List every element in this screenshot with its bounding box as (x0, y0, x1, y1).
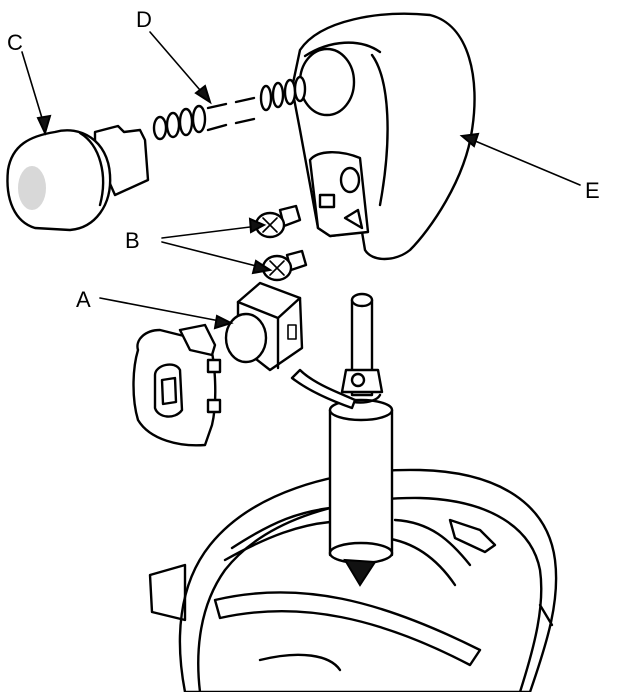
knob-trim-piece (132, 323, 222, 447)
spring-d (152, 75, 307, 141)
callout-d: D (136, 7, 152, 32)
shift-lever (328, 292, 394, 587)
leader-d (149, 31, 207, 98)
leader-c (21, 51, 46, 129)
callout-a: A (76, 287, 91, 312)
leader-b-upper (161, 225, 259, 239)
switch-a (224, 281, 357, 410)
leader-e (467, 137, 581, 186)
leader-a (99, 297, 226, 323)
leader-lines (21, 31, 581, 330)
screw-lower (261, 249, 308, 282)
callout-c: C (7, 30, 23, 55)
screw-upper (254, 204, 302, 239)
leader-b-lower (161, 241, 265, 269)
callout-e: E (585, 178, 600, 203)
callout-b: B (125, 228, 140, 253)
shift-base-plate (148, 468, 558, 692)
button-c (6, 124, 150, 232)
knob-e (290, 12, 476, 261)
